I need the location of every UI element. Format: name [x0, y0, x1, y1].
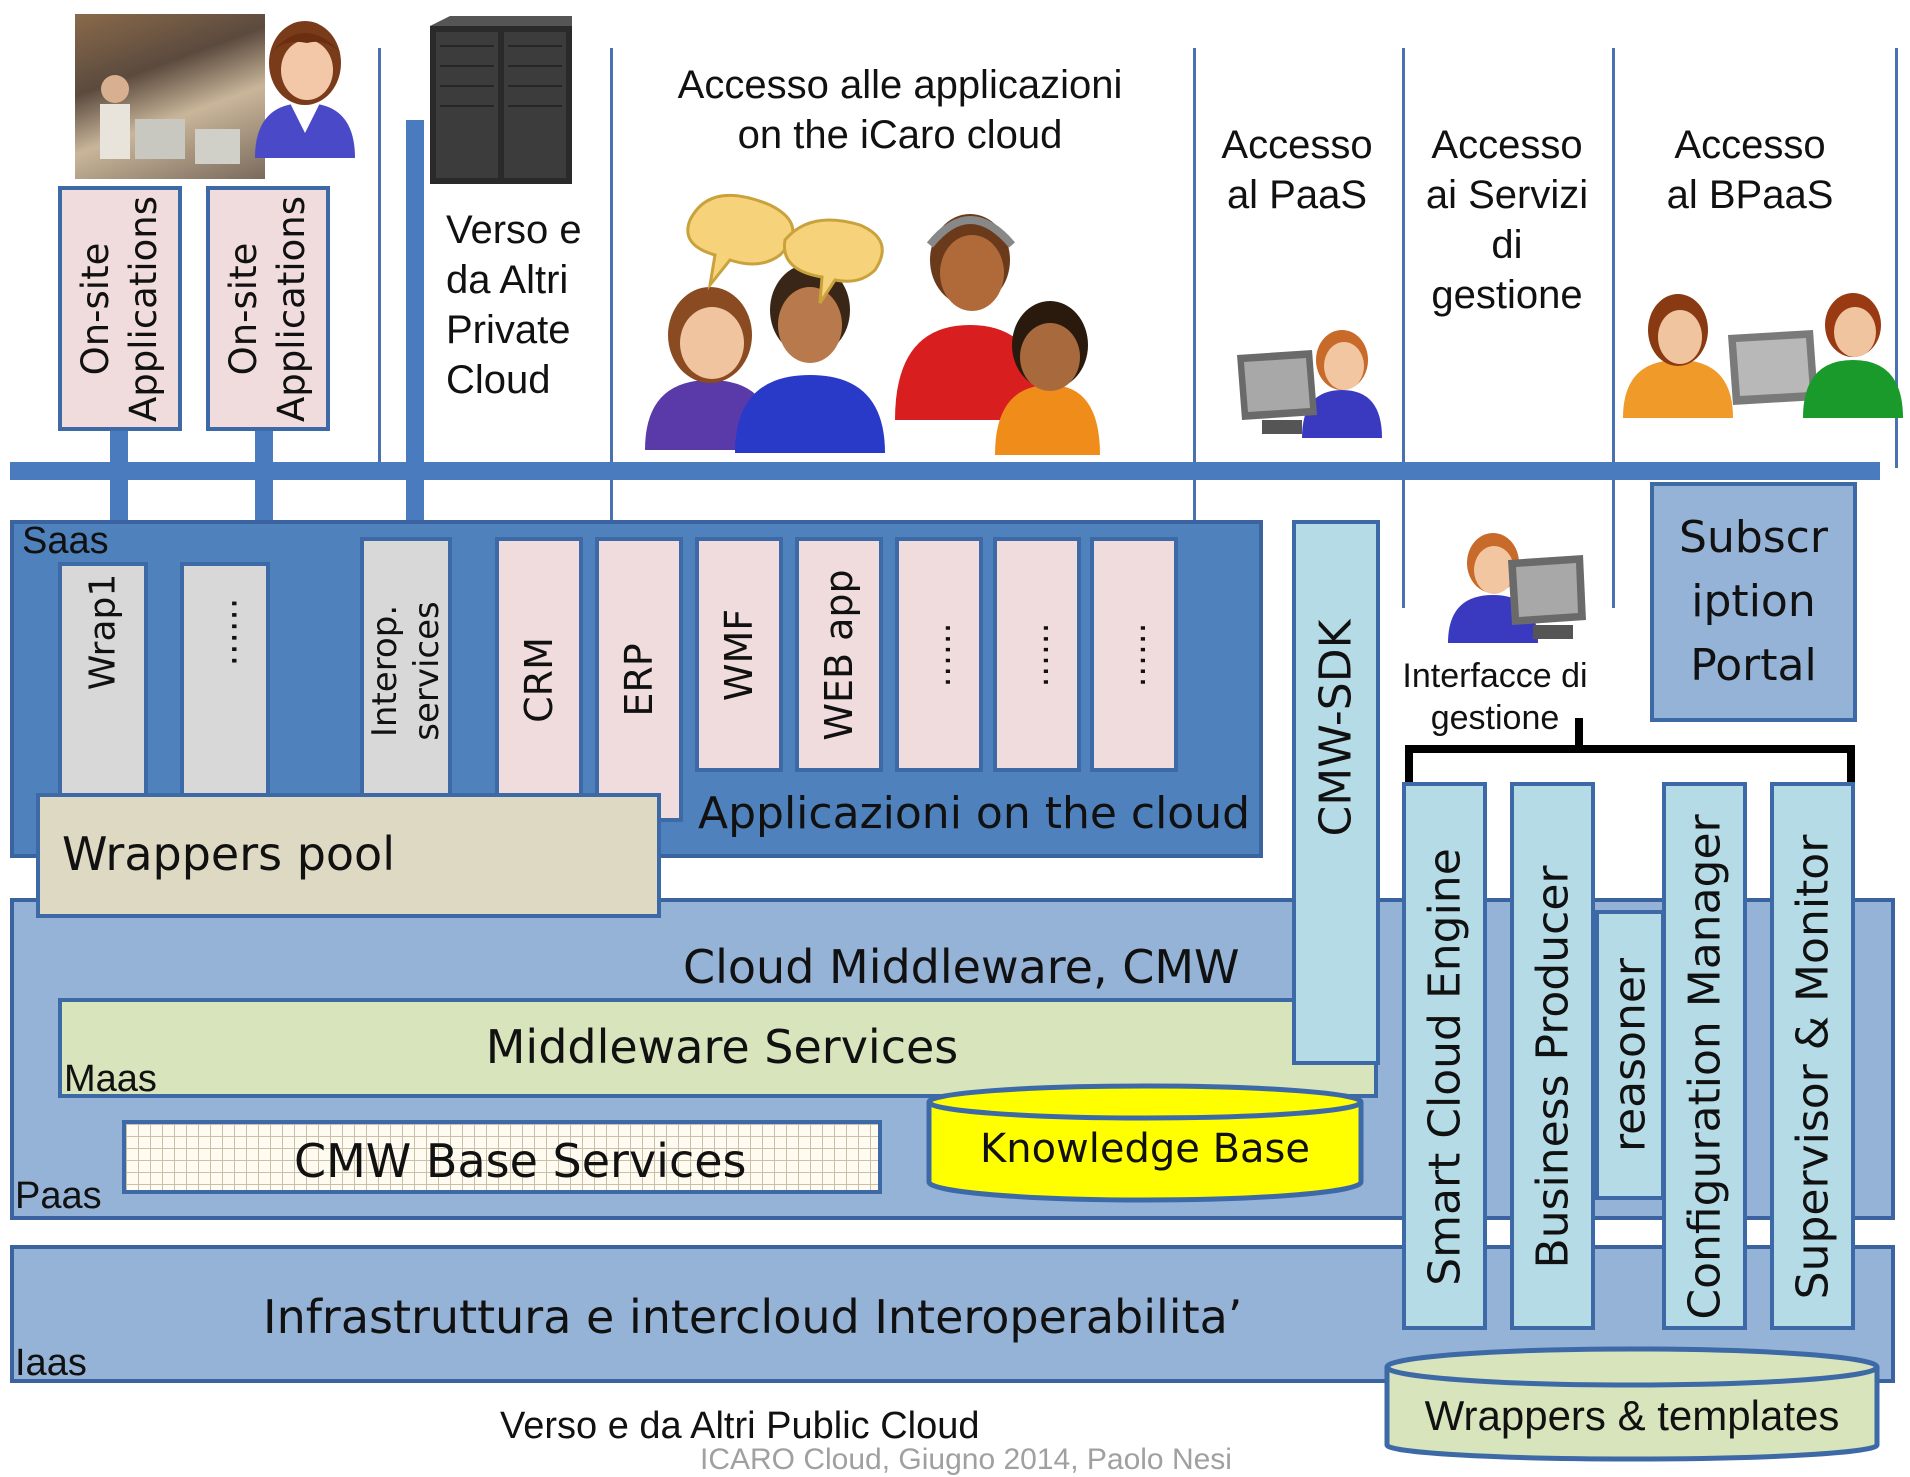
- bracket-connector: [1405, 745, 1413, 785]
- divider-line: [1402, 48, 1405, 608]
- middleware-services-box: Middleware Services: [58, 998, 1378, 1098]
- divider-line: [1895, 48, 1898, 468]
- onsite-applications-box: On-site Applications: [206, 186, 330, 431]
- wrappers-pool-box: Wrappers pool: [36, 793, 661, 918]
- knowledge-base-icon: [926, 1083, 1364, 1203]
- app-placeholder-box: ......: [1090, 537, 1178, 772]
- wrapper-label: ......: [204, 597, 246, 667]
- reasoner-box: reasoner: [1595, 910, 1665, 1200]
- interfacce-label: Interfacce di gestione: [1402, 657, 1588, 737]
- onsite-applications-box: On-site Applications: [58, 186, 182, 431]
- control-room-photo: [75, 14, 265, 179]
- configuration-manager-box: Configuration Manager: [1662, 782, 1747, 1330]
- footer-credit: ICARO Cloud, Giugno 2014, Paolo Nesi: [700, 1443, 1232, 1476]
- photo-detail-icon: [100, 75, 240, 164]
- divider-line: [1193, 48, 1196, 608]
- app-wmf-box: WMF: [695, 537, 783, 772]
- interop-services-label: Interop. services: [365, 601, 447, 741]
- server-rack-icon: [430, 16, 572, 184]
- users-group-icon: [645, 193, 1100, 455]
- subscription-portal-box: Subscription Portal: [1650, 482, 1857, 722]
- saas-label: Saas: [22, 520, 109, 562]
- user-woman-icon: [255, 21, 355, 158]
- knowledge-base-label: Knowledge Base: [980, 1126, 1310, 1172]
- wrappers-templates-label: Wrappers & templates: [1424, 1392, 1840, 1439]
- app-crm-box: CRM: [495, 537, 583, 822]
- app-label: ......: [1017, 622, 1057, 687]
- bracket-connector: [1847, 745, 1855, 785]
- app-label: WMF: [717, 608, 761, 701]
- bus-connector: [406, 120, 424, 540]
- onsite-applications-label: On-site Applications: [222, 195, 313, 422]
- user-at-monitor-icon: [1237, 330, 1382, 438]
- cmw-sdk-box: CMW-SDK: [1292, 520, 1380, 1065]
- app-placeholder-box: ......: [993, 537, 1081, 772]
- public-cloud-label: Verso e da Altri Public Cloud: [500, 1405, 980, 1447]
- iaas-label: Iaas: [15, 1342, 87, 1384]
- engine-label: Supervisor & Monitor: [1787, 834, 1838, 1300]
- app-label: CRM: [517, 636, 561, 723]
- engine-label: Business Producer: [1527, 865, 1578, 1269]
- smart-cloud-engine-box: Smart Cloud Engine: [1402, 782, 1487, 1330]
- divider-line: [1612, 48, 1615, 608]
- paas-label: Paas: [15, 1175, 102, 1217]
- app-label: ERP: [617, 642, 661, 717]
- app-erp-box: ERP: [595, 537, 683, 822]
- app-label: ......: [919, 622, 959, 687]
- cmw-base-services-box: CMW Base Services: [122, 1120, 882, 1194]
- engine-label: Smart Cloud Engine: [1419, 848, 1470, 1286]
- app-label: ......: [1114, 622, 1154, 687]
- divider-line: [378, 48, 381, 468]
- maas-label: Maas: [64, 1058, 157, 1100]
- app-label: WEB app: [817, 568, 861, 741]
- onsite-applications-label: On-site Applications: [74, 195, 165, 422]
- communication-bus: [10, 462, 1880, 480]
- wrappers-pool-label: Wrappers pool: [62, 827, 395, 881]
- cmw-title: Cloud Middleware, CMW: [683, 940, 1240, 994]
- wrapper-label: Wrap1: [82, 573, 124, 691]
- subscription-portal-label: Subscription Portal: [1679, 512, 1828, 691]
- bus-connector: [110, 431, 128, 521]
- engine-label: Configuration Manager: [1679, 814, 1730, 1320]
- business-producer-box: Business Producer: [1510, 782, 1595, 1330]
- cmw-base-services-label: CMW Base Services: [294, 1134, 747, 1188]
- private-cloud-label: Verso e da Altri Private Cloud: [446, 208, 582, 402]
- bpaas-access-label: Accesso al BPaaS: [1666, 123, 1834, 217]
- icaro-access-label: Accesso alle applicazioni on the iCaro c…: [677, 63, 1123, 157]
- engine-label: reasoner: [1604, 957, 1656, 1153]
- app-placeholder-box: ......: [895, 537, 983, 772]
- servizi-access-label: Accesso ai Servizi di gestione: [1425, 123, 1589, 317]
- bracket-connector: [1405, 745, 1855, 753]
- bracket-connector: [1575, 718, 1583, 748]
- wrappers-templates-icon: [1384, 1346, 1880, 1462]
- paas-access-label: Accesso al PaaS: [1221, 123, 1373, 217]
- divider-line: [610, 48, 613, 528]
- supervisor-monitor-box: Supervisor & Monitor: [1770, 782, 1855, 1330]
- app-webapp-box: WEB app: [795, 537, 883, 772]
- cmw-sdk-label: CMW-SDK: [1310, 619, 1362, 837]
- users-desk-icon: [1623, 293, 1903, 418]
- bus-connector: [255, 431, 273, 521]
- middleware-services-label: Middleware Services: [485, 1020, 959, 1074]
- iaas-title: Infrastruttura e intercloud Interoperabi…: [263, 1290, 1243, 1344]
- interop-services-box: Interop. services: [360, 537, 452, 822]
- apps-on-cloud-title: Applicazioni on the cloud: [698, 788, 1251, 839]
- admin-at-monitor-icon: [1448, 533, 1586, 643]
